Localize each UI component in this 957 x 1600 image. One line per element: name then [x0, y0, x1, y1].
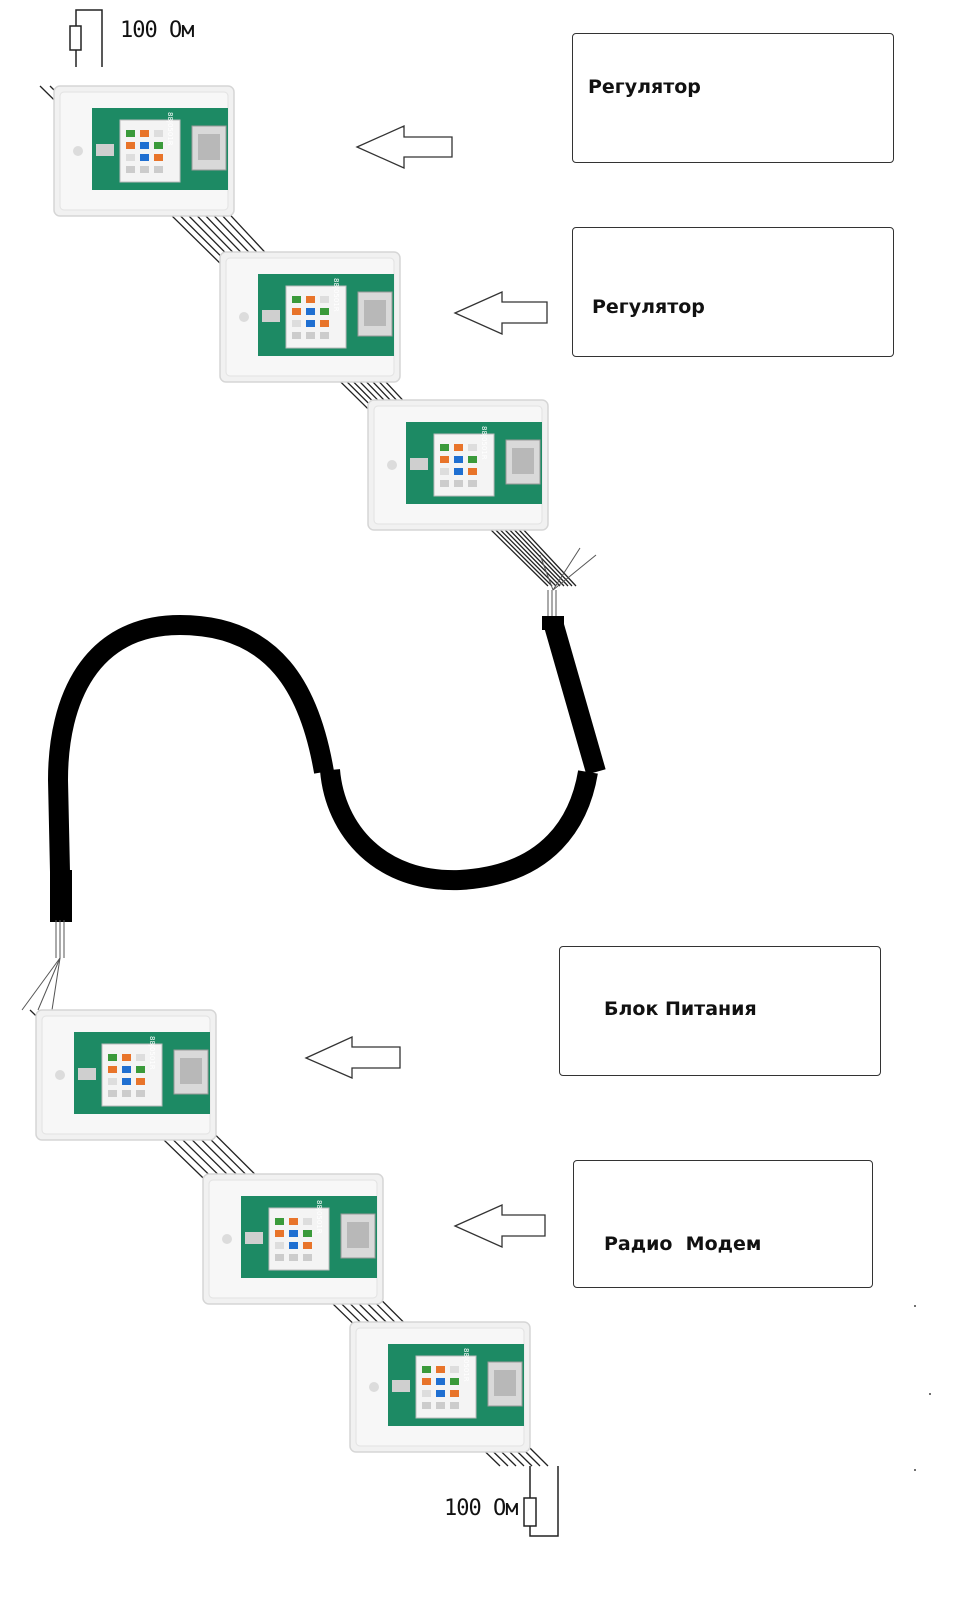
socket-marking: 88J0501R — [315, 1200, 323, 1234]
socket-4: 88J0501R — [35, 1009, 217, 1141]
device-label-1: Регулятор — [588, 76, 701, 98]
device-box-3 — [559, 946, 881, 1076]
socket-5: 88J0501R — [202, 1173, 384, 1305]
resistor-bottom-label: 100 Ом — [444, 1496, 518, 1521]
cable — [47, 614, 606, 922]
device-label-3: Блок Питания — [604, 998, 757, 1020]
resistor-top — [69, 9, 103, 67]
socket-6: 88J0501R — [349, 1321, 531, 1453]
device-box-4 — [573, 1160, 873, 1288]
wire-fan-top — [539, 547, 597, 620]
arrow-2 — [453, 290, 548, 336]
arrow-1 — [355, 124, 453, 170]
wire-fan-bottom — [21, 920, 65, 1011]
socket-marking: 88J0501R — [166, 112, 174, 146]
arrow-4 — [453, 1203, 546, 1249]
arrow-3 — [304, 1035, 401, 1079]
socket-3: 88J0501R — [367, 399, 549, 531]
resistor-bottom — [523, 1466, 559, 1537]
socket-2: 88J0501R — [219, 251, 401, 383]
device-label-4: Радио Модем — [604, 1233, 762, 1255]
socket-marking: 88J0501R — [462, 1348, 470, 1382]
socket-marking: 88J0501R — [332, 278, 340, 312]
socket-1: 88J0501R — [53, 85, 235, 217]
device-label-2: Регулятор — [592, 296, 705, 318]
socket-marking: 88J0501R — [480, 426, 488, 460]
resistor-top-label: 100 Ом — [120, 18, 194, 43]
device-box-1 — [572, 33, 894, 163]
device-box-2 — [572, 227, 894, 357]
socket-marking: 88J0501R — [148, 1036, 156, 1070]
